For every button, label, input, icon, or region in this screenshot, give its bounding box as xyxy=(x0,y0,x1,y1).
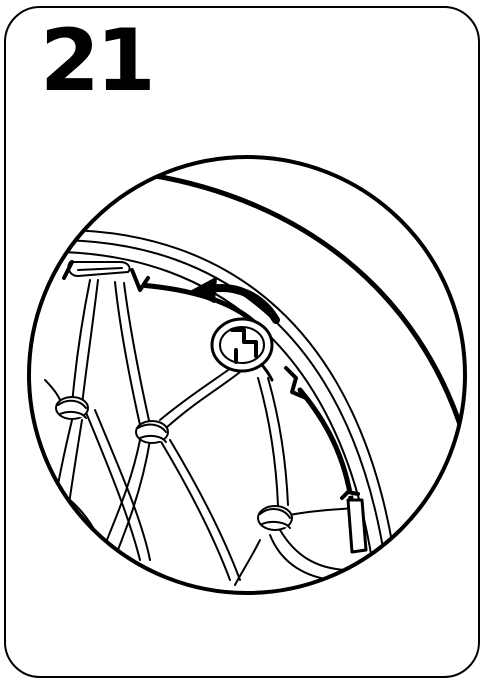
tire-outer-edge xyxy=(147,172,465,443)
detail-circle xyxy=(27,155,467,595)
rim-clip-bottom xyxy=(340,490,368,554)
chain-net xyxy=(39,279,353,586)
knot xyxy=(55,396,89,420)
ring-icon xyxy=(210,317,274,382)
rim-cable-lower xyxy=(297,387,355,508)
hook-icon xyxy=(230,328,258,364)
knot xyxy=(257,505,293,531)
rim-line-outer xyxy=(59,229,396,561)
rim-clip-left xyxy=(62,260,150,292)
rim-hook-right xyxy=(284,366,308,400)
curved-arrow-icon xyxy=(191,277,280,324)
knot xyxy=(135,420,169,444)
step-number: 21 xyxy=(40,11,156,111)
chain-knots xyxy=(55,396,293,531)
